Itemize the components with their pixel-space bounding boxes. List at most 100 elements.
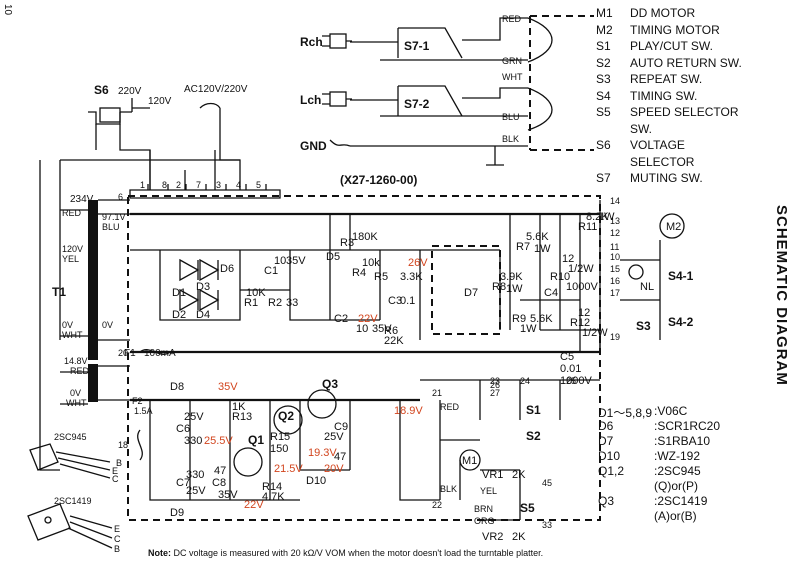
terminal-number: 11 bbox=[610, 242, 619, 252]
terminal-number: 22 bbox=[432, 500, 442, 510]
legend-key: S5 bbox=[596, 105, 611, 119]
terminal-number: 1 bbox=[140, 180, 145, 190]
legend-desc: VOLTAGE bbox=[630, 138, 685, 152]
terminal-number: 5 bbox=[256, 180, 261, 190]
schematic-label: C4 bbox=[544, 287, 558, 299]
legend-key: S4 bbox=[596, 88, 611, 103]
legend-key: S1 bbox=[596, 39, 611, 53]
schematic-label: 1W bbox=[598, 211, 615, 223]
schematic-label: 0V bbox=[62, 320, 73, 330]
input-wiring bbox=[350, 17, 553, 166]
schematic-label: 1.5A bbox=[134, 406, 153, 416]
terminal-number: 23 bbox=[490, 376, 500, 386]
schematic-label: 1K bbox=[232, 401, 246, 413]
schematic-label: BLK bbox=[440, 484, 457, 494]
schematic-label: M1 bbox=[462, 455, 477, 467]
schematic-label: C9 bbox=[334, 421, 348, 433]
terminal-number: 3 bbox=[216, 180, 221, 190]
schematic-label: RED bbox=[440, 402, 460, 412]
legend-key: S6 bbox=[596, 138, 611, 152]
schematic-label: VR1 bbox=[482, 469, 503, 481]
schematic-label: 120V bbox=[148, 96, 172, 107]
schematic-label: D9 bbox=[170, 507, 184, 519]
terminal-number: 10 bbox=[610, 252, 620, 262]
legend-desc: SW. bbox=[630, 121, 653, 136]
schematic-label: S7-2 bbox=[404, 97, 430, 111]
terminal-number: 27 bbox=[490, 388, 500, 398]
semiconductor-part: :SCR1RC20 bbox=[654, 419, 721, 433]
motor-m1 bbox=[459, 449, 481, 471]
schematic-label: Rch bbox=[300, 35, 323, 49]
schematic-label: C3 bbox=[388, 295, 402, 307]
semiconductor-ref: D10 bbox=[598, 449, 621, 463]
schematic-label: 33 bbox=[542, 520, 552, 530]
voltage-reading: 18.9V bbox=[394, 405, 423, 417]
schematic-label: 8.2K bbox=[586, 211, 609, 223]
semiconductor-part: :WZ-192 bbox=[654, 449, 701, 463]
semiconductor-part: :2SC1419 bbox=[654, 494, 708, 508]
schematic-label: B bbox=[116, 458, 122, 468]
schematic-label: 35V bbox=[218, 489, 238, 501]
voltage-reading: 22V bbox=[358, 313, 378, 325]
transistor-package-2sc945-icon bbox=[29, 443, 111, 479]
schematic-label: 220V bbox=[118, 86, 142, 97]
schematic-label: T1 bbox=[52, 285, 66, 299]
schematic-label: 0V bbox=[102, 320, 113, 330]
terminal-number: 4 bbox=[236, 180, 241, 190]
schematic-label: 330 bbox=[186, 469, 204, 481]
schematic-label: BLU bbox=[102, 222, 120, 232]
legend-key: M2 bbox=[596, 22, 613, 37]
semiconductor-part: :S1RBA10 bbox=[654, 434, 711, 448]
schematic-label: 22K bbox=[384, 335, 404, 347]
d7-box bbox=[431, 245, 501, 335]
schematic-label: RED bbox=[70, 366, 90, 376]
legend-desc: PLAY/CUT SW. bbox=[630, 39, 713, 53]
terminal-strip-top bbox=[129, 184, 281, 199]
terminal-number: 7 bbox=[196, 180, 201, 190]
legend-key: S7 bbox=[596, 171, 611, 185]
schematic-label: YEL bbox=[480, 486, 497, 496]
legend-key: M1 bbox=[596, 6, 613, 20]
voltage-reading: 26V bbox=[408, 257, 428, 269]
schematic-label: M2 bbox=[666, 221, 681, 233]
rca-plug-icon bbox=[322, 33, 352, 147]
schematic-label: WHT bbox=[502, 72, 523, 82]
schematic-label: F1 bbox=[124, 348, 136, 359]
schematic-label: B bbox=[114, 544, 120, 554]
schematic-label: F2 bbox=[132, 396, 143, 406]
terminal-number: 6 bbox=[118, 192, 123, 202]
schematic-label: 2K bbox=[512, 469, 526, 481]
schematic-label: 100mA bbox=[144, 348, 176, 359]
schematic-label: C bbox=[112, 474, 119, 484]
schematic-label: 47 bbox=[334, 451, 346, 463]
schematic-label: 180K bbox=[352, 231, 378, 243]
schematic-label: R14 bbox=[262, 481, 282, 493]
power-switch-wiring bbox=[39, 98, 241, 471]
fuse-f1 bbox=[139, 349, 171, 355]
schematic-label: 3.9K bbox=[500, 271, 523, 283]
schematic-label: 5.6K bbox=[530, 313, 553, 325]
legend-desc: SPEED SELECTOR bbox=[630, 105, 739, 119]
schematic-label: 330 bbox=[184, 435, 202, 447]
schematic-label: R4 bbox=[352, 267, 366, 279]
schematic-label: R12 bbox=[570, 317, 590, 329]
note-label: Note: bbox=[148, 548, 171, 558]
semiconductor-part: (A)or(B) bbox=[654, 509, 697, 523]
diagram-title: SCHEMATIC DIAGRAM bbox=[773, 205, 790, 386]
semiconductor-part: :2SC945 bbox=[654, 464, 701, 478]
schematic-label: D6 bbox=[220, 263, 234, 275]
terminal-number: 12 bbox=[610, 228, 620, 238]
schematic-label: D2 bbox=[172, 309, 186, 321]
schematic-label: 10k bbox=[362, 257, 380, 269]
schematic-label: S6 bbox=[94, 83, 109, 97]
schematic-label: 120V bbox=[62, 244, 83, 254]
transistor-q3 bbox=[307, 389, 337, 419]
schematic-label: 150 bbox=[270, 443, 288, 455]
schematic-label: S7-1 bbox=[404, 39, 430, 53]
schematic-label: R13 bbox=[232, 411, 252, 423]
terminal-number: 26 bbox=[490, 380, 500, 390]
schematic-label: S1 bbox=[526, 403, 541, 417]
schematic-label: 12 bbox=[562, 253, 574, 265]
